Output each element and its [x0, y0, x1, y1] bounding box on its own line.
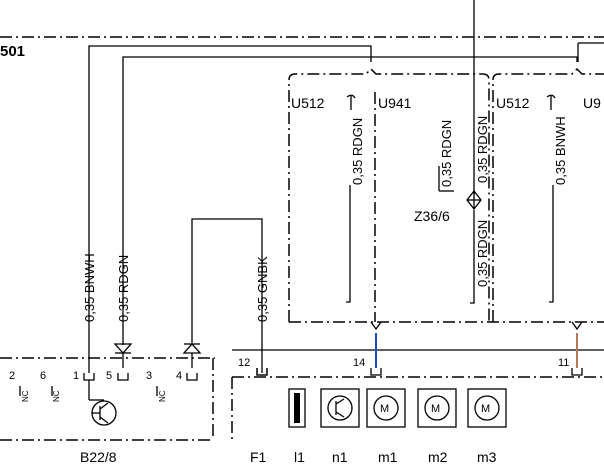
harness-wire-label-4: 0,35 RDGN: [475, 220, 490, 287]
frame-lines: [0, 36, 604, 441]
harness-wire-label-5: 0,35 BNWH: [553, 116, 568, 185]
harness-brackets: [288, 67, 604, 331]
transistor-icon: [88, 380, 117, 426]
motor-icon: M: [366, 388, 406, 428]
wire-label-gnbk: 0,35 GNBK: [255, 256, 270, 322]
harness-wire-label-2: 0,35 RDGN: [439, 120, 454, 187]
f1-symbol-m3: m3: [477, 449, 497, 464]
harness-group-u941: U941: [378, 95, 412, 111]
splice-icon: [466, 189, 482, 211]
harness-group-u512: U512: [291, 95, 325, 111]
b22-wires: [88, 42, 604, 368]
motor-icon: M: [417, 388, 457, 428]
hook-icon: [346, 94, 356, 110]
f1-symbol-m2: m2: [428, 449, 448, 464]
connector-b22-pins: 2 6 1 5 3 4: [9, 368, 268, 382]
f1-pin-11: 11: [558, 357, 569, 369]
b22-pin-6: 6: [40, 370, 46, 382]
f1-symbol-n1: n1: [332, 449, 348, 464]
svg-text:M: M: [431, 403, 440, 415]
nc-label-3: NC: [158, 390, 167, 402]
f1-symbol-m1: m1: [378, 449, 398, 464]
nc-label-1: NC: [21, 390, 30, 402]
svg-text:M: M: [481, 403, 490, 415]
wire-label-rdgn: 0,35 RDGN: [116, 255, 131, 322]
splice-label: Z36/6: [414, 208, 450, 224]
top-component-label: 501: [0, 43, 25, 60]
harness-wire-label-1: 0,35 RDGN: [350, 118, 365, 185]
harness-wires: [346, 166, 554, 304]
f1-pin-12: 12: [238, 357, 250, 369]
b22-pin-3: 3: [146, 370, 152, 382]
b22-pin-1: 1: [73, 370, 79, 382]
connector-f1-label: F1: [250, 449, 267, 464]
wire-label-bnwh: 0,35 BNWH: [82, 253, 97, 322]
harness-wire-label-3: 0,35 RDGN: [475, 116, 490, 183]
coil-icon: [288, 388, 306, 428]
motor-icon: M: [467, 388, 507, 428]
harness-group-u9: U9: [583, 95, 601, 111]
nc-label-2: NC: [52, 390, 61, 402]
f1-symbol-l1: l1: [294, 449, 305, 464]
b22-pin-4: 4: [176, 370, 182, 382]
connector-b22-label: B22/8: [80, 449, 117, 464]
b22-pin-5: 5: [106, 370, 112, 382]
b22-pin-2: 2: [9, 370, 15, 382]
f1-pin-14: 14: [353, 357, 365, 369]
f1-wires: [232, 333, 604, 376]
arrow-up-icon: [182, 343, 202, 354]
hook-icon: [546, 94, 556, 110]
harness-group-u512-right: U512: [496, 95, 530, 111]
arrow-down-icon: [113, 343, 133, 354]
svg-text:M: M: [380, 403, 389, 415]
transistor-icon: [320, 388, 360, 428]
